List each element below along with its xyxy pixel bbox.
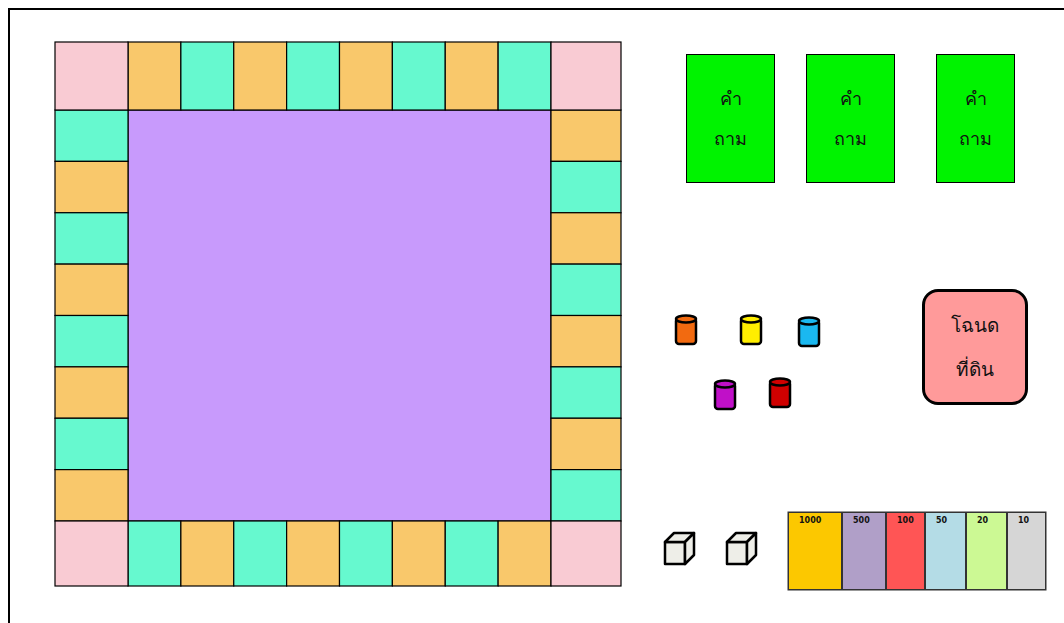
token-red [770,379,790,408]
board-square [392,521,445,586]
board-square [551,110,621,161]
frame [9,9,1064,623]
board-square [551,213,621,264]
land-deed-card: โฉนด ที่ดิน [922,289,1028,405]
board-square [181,521,234,586]
board-square [551,316,621,367]
corner-square [551,521,621,586]
board-square [551,470,621,521]
board-square [55,367,128,418]
token-blue [799,318,819,347]
board-square [287,521,340,586]
money-bill: 1000 [788,512,842,590]
die [727,533,756,564]
board-square [55,316,128,367]
board-square [234,42,287,110]
player-tokens [676,316,819,410]
money-bill: 50 [925,512,966,590]
game-board [55,42,621,586]
board-square [445,42,498,110]
dice [665,533,756,564]
bill-value: 20 [977,516,988,526]
board-square [445,521,498,586]
question-card: คำ ถาม [686,54,775,183]
bill-value: 10 [1018,516,1029,526]
corner-square [55,521,128,586]
board-square [287,42,340,110]
token-magenta [715,381,735,410]
board-square [340,42,393,110]
money-bill: 10 [1007,512,1046,590]
bill-value: 50 [936,516,947,526]
bill-value: 1000 [799,516,821,526]
board-square [392,42,445,110]
money-bill: 500 [842,512,886,590]
board-center [128,110,551,521]
card-label: คำ ถาม [807,79,894,159]
token-orange [676,316,696,345]
token-yellow [741,316,761,345]
board-square [498,521,551,586]
board-square [551,418,621,469]
board-square [55,110,128,161]
card-label: คำ ถาม [687,79,774,159]
board-square [55,470,128,521]
board-square [340,521,393,586]
board-square [128,521,181,586]
board-square [128,42,181,110]
money-bill: 100 [886,512,925,590]
board-square [55,418,128,469]
question-card: คำ ถาม [806,54,895,183]
money-bill: 20 [966,512,1007,590]
money-outline [788,512,1046,590]
board-square [551,161,621,212]
board-square [551,367,621,418]
board-square [551,264,621,315]
board-square [55,213,128,264]
question-card: คำ ถาม [936,54,1015,183]
board-square [55,161,128,212]
card-label: โฉนด ที่ดิน [925,303,1025,391]
corner-square [55,42,128,110]
board-square [234,521,287,586]
board-square [181,42,234,110]
board-square [498,42,551,110]
bill-value: 500 [853,516,870,526]
card-label: คำ ถาม [937,79,1014,159]
bill-value: 100 [897,516,914,526]
die [665,533,694,564]
board-square [55,264,128,315]
corner-square [551,42,621,110]
